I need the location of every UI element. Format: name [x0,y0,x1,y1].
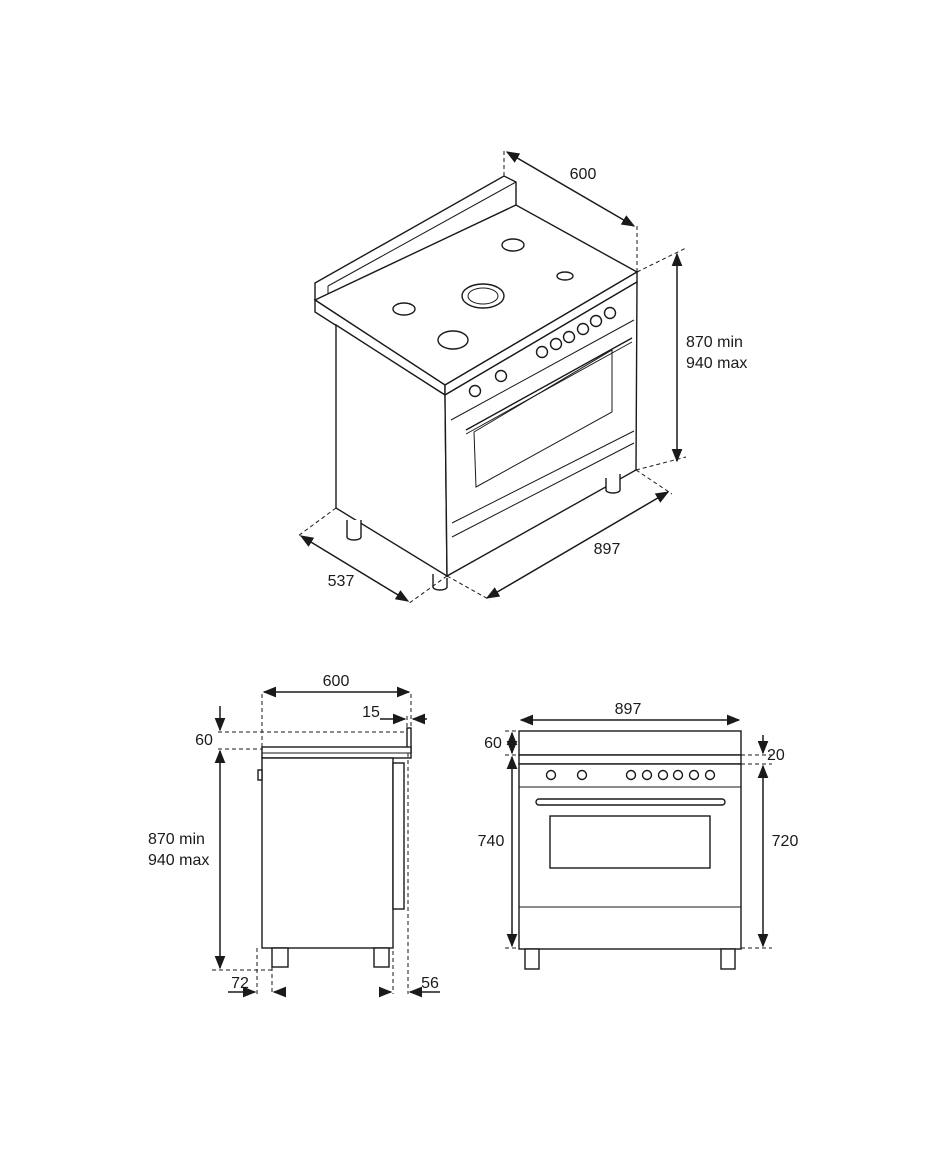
dim-front-cabinet-height: 720 [757,772,799,948]
front-body [518,730,742,970]
dim-iso-width: 897 [446,469,673,601]
label-front-backguard-height: 60 [484,735,502,752]
knob-icon [603,306,617,320]
burner-icon [556,271,574,281]
side-body [257,727,412,968]
knob-icon [545,769,557,781]
dim-side-backguard-offset: 15 [362,704,427,725]
dim-side-height: 870 min 940 max [148,749,226,970]
dim-side-depth: 600 [262,673,411,698]
dim-front-top-thickness: 20 [757,735,785,779]
label-iso-width: 897 [594,541,621,558]
side-view: 600 15 60 870 min 940 max 72 56 [148,673,440,998]
label-iso-height-min: 870 min [686,334,743,351]
front-knobs [545,769,716,781]
burner-icon [461,283,505,309]
label-side-rear-inset: 56 [421,975,439,992]
isometric-view: 600 870 min 940 max 897 537 [297,148,747,605]
dim-side-backguard-height: 60 [195,706,226,749]
knob-icon [576,322,590,336]
label-side-backguard-offset: 15 [362,704,380,721]
dim-iso-depth: 600 [503,148,638,272]
dim-iso-height: 870 min 940 max [635,247,747,471]
label-iso-height-max: 940 max [686,355,747,372]
knob-icon [641,769,653,781]
knob-icon [672,769,684,781]
burner-icon [392,302,416,316]
knob-icon [494,369,508,383]
label-side-foot-inset: 72 [231,975,249,992]
dim-front-width: 897 [519,701,741,726]
knob-icon [704,769,716,781]
knob-icon [535,345,549,359]
dim-side-rear-inset: 56 [378,975,440,998]
label-front-cabinet-height: 720 [772,833,799,850]
label-front-width: 897 [615,701,642,718]
iso-cooktop [313,204,639,397]
burner-icon [501,238,525,252]
dim-side-foot-inset: 72 [228,975,287,998]
burner-icon [467,287,499,305]
knob-icon [688,769,700,781]
iso-knobs [468,306,617,398]
knob-icon [576,769,588,781]
label-side-backguard-height: 60 [195,732,213,749]
knob-icon [625,769,637,781]
knob-icon [468,384,482,398]
knob-icon [549,337,563,351]
label-front-body-height: 740 [478,833,505,850]
dim-front-backguard-height: 60 [484,731,518,755]
label-iso-depth: 600 [570,166,597,183]
knob-icon [562,330,576,344]
burner-icon [437,330,469,350]
knob-icon [589,314,603,328]
label-side-height-max: 940 max [148,852,209,869]
label-iso-side-depth: 537 [328,573,355,590]
label-front-top-thickness: 20 [767,747,785,764]
label-side-height-min: 870 min [148,831,205,848]
knob-icon [657,769,669,781]
dim-iso-side-depth: 537 [297,507,448,605]
front-view: 897 60 20 740 720 [478,701,799,970]
label-side-depth: 600 [323,673,350,690]
dim-front-body-height: 740 [478,755,518,948]
